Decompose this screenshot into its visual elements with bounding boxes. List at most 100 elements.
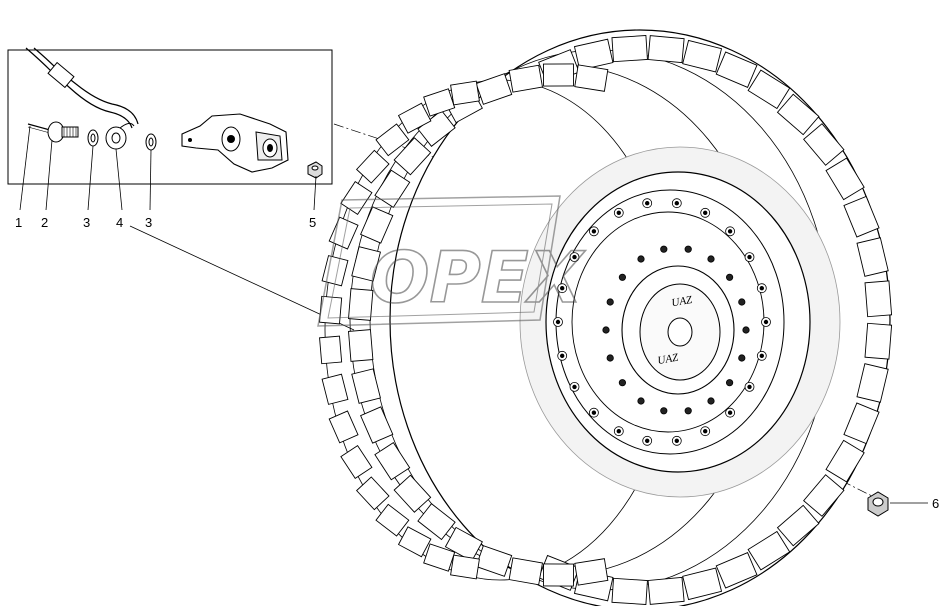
callout-label-2: 2 bbox=[41, 215, 48, 230]
rim-bolt bbox=[591, 410, 597, 415]
rim-bolt bbox=[703, 429, 708, 434]
tread-block bbox=[397, 102, 432, 134]
wheel-hub: UAZ UAZ bbox=[621, 265, 735, 395]
tread-block bbox=[508, 64, 543, 93]
tread-block bbox=[355, 149, 390, 184]
tread-block bbox=[444, 526, 483, 562]
rim-bolt bbox=[684, 407, 692, 415]
rim-bolt bbox=[560, 286, 565, 291]
tread-block bbox=[374, 442, 411, 481]
part-3-washer-left bbox=[87, 129, 99, 147]
rim-bolt bbox=[727, 229, 733, 234]
tread-block bbox=[747, 530, 791, 571]
tread-block bbox=[319, 335, 343, 365]
tread-block bbox=[340, 181, 373, 215]
tread-block bbox=[647, 35, 685, 64]
watermark: OPEX bbox=[317, 195, 586, 327]
tread-block bbox=[856, 237, 889, 277]
rim-bolts bbox=[553, 198, 771, 446]
callout-label-5: 5 bbox=[309, 215, 316, 230]
rim-bolt bbox=[591, 229, 597, 234]
callout-label-6: 6 bbox=[932, 496, 939, 511]
rim-bolt bbox=[602, 326, 610, 334]
tread-block bbox=[682, 39, 723, 73]
tread-block bbox=[715, 51, 758, 88]
rim-bolt bbox=[616, 210, 621, 215]
tread-block bbox=[776, 504, 820, 547]
rim-bolt bbox=[660, 245, 668, 253]
tread-block bbox=[328, 216, 359, 250]
rim-bolt bbox=[759, 353, 764, 358]
rim-bolt bbox=[747, 254, 752, 260]
rim-bolt bbox=[759, 286, 764, 291]
tread-block bbox=[393, 137, 432, 176]
part-5-nut-small bbox=[307, 161, 323, 179]
tread-block bbox=[475, 545, 513, 577]
valve-housing bbox=[181, 113, 289, 173]
tread-block bbox=[843, 195, 880, 238]
tread-block bbox=[328, 410, 359, 444]
tread-block bbox=[803, 474, 845, 517]
tread-block bbox=[825, 439, 865, 483]
rim-bolt bbox=[725, 379, 734, 387]
tread-block bbox=[825, 157, 865, 201]
tread-block bbox=[393, 474, 432, 513]
rim-bolt bbox=[738, 298, 746, 306]
tread-block bbox=[450, 80, 480, 106]
tread-block bbox=[475, 73, 513, 105]
part-2-banjo-bolt bbox=[47, 121, 79, 143]
rim-bolt bbox=[703, 210, 708, 215]
tread-block bbox=[776, 93, 820, 136]
rim-bolt bbox=[747, 384, 752, 390]
tread-block bbox=[375, 503, 410, 537]
tread-block bbox=[321, 373, 349, 405]
rim-bolt bbox=[727, 410, 733, 415]
tread-block bbox=[355, 476, 390, 511]
callout-leaders bbox=[19, 125, 317, 211]
part-1-valve-core bbox=[27, 123, 51, 134]
hub-logo-text: UAZ bbox=[671, 294, 694, 310]
tread-block bbox=[340, 445, 373, 479]
leader-line-4 bbox=[129, 225, 355, 331]
rim-bolt bbox=[742, 326, 750, 334]
tread-block bbox=[747, 69, 791, 110]
tread-block bbox=[423, 88, 456, 117]
air-tube bbox=[25, 47, 139, 129]
tyre-tread-blocks bbox=[319, 35, 893, 605]
rim-bolt bbox=[763, 319, 769, 325]
tread-block bbox=[574, 64, 609, 92]
rim-bolt bbox=[616, 429, 621, 434]
tread-block bbox=[374, 169, 411, 208]
callout-label-1: 1 bbox=[15, 215, 22, 230]
tread-block bbox=[611, 577, 648, 605]
hub-logo-text-lower: UAZ bbox=[657, 351, 680, 367]
rim-bolt bbox=[572, 384, 577, 390]
callout-label-3-left: 3 bbox=[83, 215, 90, 230]
detail-inset-box bbox=[7, 49, 333, 185]
tread-block bbox=[864, 280, 893, 318]
tread-block bbox=[542, 563, 575, 587]
rim-bolt bbox=[606, 354, 614, 362]
rim-bolt bbox=[707, 397, 715, 405]
tread-block bbox=[417, 503, 456, 541]
tread-block bbox=[321, 255, 349, 287]
rim-bolt bbox=[618, 379, 627, 387]
part-6-wheel-nut bbox=[867, 491, 928, 517]
part-4-banjo-fitting bbox=[105, 122, 135, 150]
tread-block bbox=[360, 406, 394, 444]
tread-block bbox=[375, 123, 410, 157]
tread-block bbox=[542, 63, 575, 87]
tread-block bbox=[397, 526, 432, 558]
rim-bolt bbox=[606, 298, 614, 306]
tread-block bbox=[864, 322, 893, 360]
rim-bolt bbox=[637, 255, 645, 263]
tread-block bbox=[843, 402, 880, 445]
tread-block bbox=[351, 246, 381, 282]
tread-block bbox=[423, 543, 456, 572]
rim-bolt bbox=[637, 397, 645, 405]
watermark-text: OPEX bbox=[370, 237, 586, 319]
rim-bolt bbox=[645, 438, 650, 443]
tread-block bbox=[450, 554, 480, 580]
callout-label-3-right: 3 bbox=[145, 215, 152, 230]
callout-label-4: 4 bbox=[116, 215, 123, 230]
